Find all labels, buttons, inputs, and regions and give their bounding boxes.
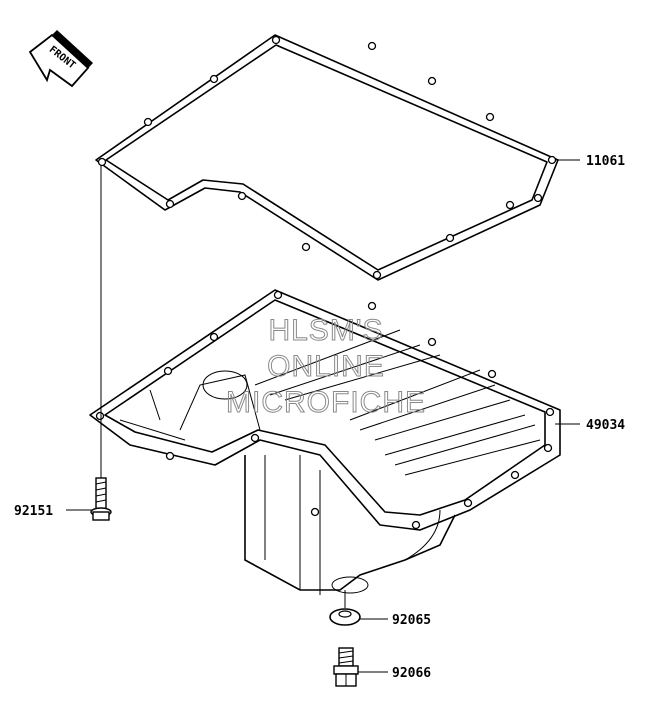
part-label-92065: 92065 (392, 613, 431, 628)
watermark-line-3: MICROFICHE (226, 386, 426, 419)
gasket-11061 (95, 34, 559, 281)
watermark-line-1: HLSM'S (268, 314, 383, 347)
watermark: HLSM'S ONLINE MICROFICHE (226, 314, 426, 420)
bolt-92151 (90, 477, 112, 521)
leader-lines (66, 159, 580, 673)
front-direction-arrow-icon: FRONT (28, 30, 93, 88)
part-label-92151: 92151 (14, 504, 53, 519)
oil-pan-49034 (89, 289, 561, 595)
part-label-11061: 11061 (586, 154, 625, 169)
drain-plug-92066 (333, 647, 359, 687)
washer-92065 (329, 608, 361, 626)
watermark-line-2: ONLINE (267, 350, 385, 383)
part-label-49034: 49034 (586, 418, 625, 433)
part-label-92066: 92066 (392, 666, 431, 681)
